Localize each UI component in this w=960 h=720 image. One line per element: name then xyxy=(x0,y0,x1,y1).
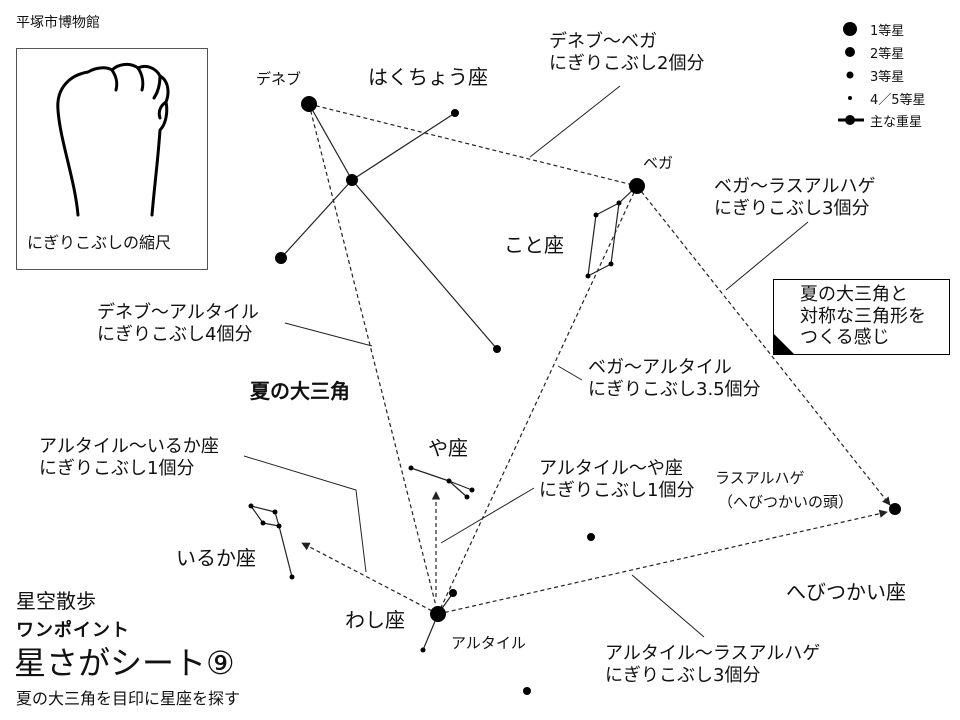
sagitta-star xyxy=(464,494,470,500)
sadr-star xyxy=(346,174,358,186)
sagitta-line xyxy=(448,480,473,491)
double-star-icon xyxy=(838,115,864,125)
tarazed-star xyxy=(449,589,457,597)
note-text: 夏の大三角と 対称な三角形を つくる感じ xyxy=(800,284,926,349)
note-box: 夏の大三角と 対称な三角形を つくる感じ xyxy=(773,279,950,355)
mag1-star-icon xyxy=(843,22,857,36)
legend-item-double: 主な重星 xyxy=(836,110,946,130)
leader-altair-delphinus xyxy=(243,455,367,573)
vega-altair-line xyxy=(437,185,638,615)
lyra-line xyxy=(595,202,620,216)
sagitta-star xyxy=(469,487,475,493)
delphinus-line xyxy=(262,522,280,527)
altair-label: アルタイル xyxy=(451,634,526,652)
rasalhague-note: （へびつかいの頭） xyxy=(718,493,854,511)
distance-vega-altair: ベガ～アルタイル にぎりこぶし3.5個分 xyxy=(588,357,761,400)
fist-icon xyxy=(56,62,170,217)
legend-item-mag1: 1等星 xyxy=(836,19,946,39)
legend-item-mag45: 4／5等星 xyxy=(836,88,946,108)
distance-deneb-altair: デネブ～アルタイル にぎりこぶし4個分 xyxy=(97,302,259,345)
cygnus-line xyxy=(308,103,353,181)
sheet-title: 星さがシート⑨ xyxy=(14,644,235,682)
leader-altair-sagitta xyxy=(440,487,535,544)
distance-altair-rasalhague: アルタイル～ラスアルハゲ にぎりこぶし3個分 xyxy=(605,643,821,686)
deneb-label: デネブ xyxy=(256,70,302,88)
leader-vega-altair xyxy=(557,365,583,381)
ophiuchus-name: へびつかい座 xyxy=(786,580,906,604)
legend-item-mag2: 2等星 xyxy=(836,42,946,62)
stars xyxy=(248,96,901,695)
albireo-star xyxy=(493,345,501,353)
delphinus-line xyxy=(250,505,276,513)
sagitta-name: や座 xyxy=(428,436,468,460)
lyra-star xyxy=(616,200,622,206)
altair-delphinus-line xyxy=(301,542,439,615)
leader-vega-rasalhague xyxy=(725,221,809,291)
delphinus-line xyxy=(250,505,264,524)
cygnus-line xyxy=(351,179,498,350)
lyra-line xyxy=(587,214,597,277)
delphinus-star xyxy=(272,509,278,515)
constellation-lines xyxy=(250,103,638,651)
note-corner-mark xyxy=(774,334,794,354)
delta-cyg-star xyxy=(451,109,459,117)
sheet-description: 夏の大三角を目印に星座を探す xyxy=(16,689,241,708)
vega-star xyxy=(629,178,645,194)
aquila-star xyxy=(420,647,426,653)
leader-lines xyxy=(243,85,809,638)
leader-deneb-vega xyxy=(529,85,621,158)
subtitle-label: ワンポイント xyxy=(16,620,130,641)
distance-deneb-vega: デネブ～ベガ にぎりこぶし2個分 xyxy=(549,31,705,74)
rasalhague-label: ラスアルハゲ xyxy=(715,469,805,487)
fist-scale-caption: にぎりこぶしの縮尺 xyxy=(27,233,172,252)
leader-deneb-altair xyxy=(284,322,373,347)
cygnus-line xyxy=(280,179,353,259)
cygnus-line xyxy=(351,112,456,181)
mag45-star-icon xyxy=(848,96,852,100)
summer-triangle-title: 夏の大三角 xyxy=(250,379,350,403)
distance-vega-rasalhague: ベガ～ラスアルハゲ にぎりこぶし3個分 xyxy=(714,176,876,219)
delphinus-line xyxy=(278,525,293,578)
field-star xyxy=(523,687,531,695)
deneb-altair-line xyxy=(308,103,439,615)
sagitta-star xyxy=(446,478,452,484)
triangle-dashed-lines xyxy=(301,103,891,615)
delphinus-star xyxy=(276,523,282,529)
distance-altair-sagitta: アルタイル～や座 にぎりこぶし1個分 xyxy=(539,458,695,501)
vega-rasalhague-line xyxy=(636,185,891,506)
delphinus-star xyxy=(248,503,254,509)
altair-star xyxy=(430,606,446,622)
gienah-star xyxy=(275,252,287,264)
series-label: 星空散歩 xyxy=(16,589,96,613)
lyra-star xyxy=(593,212,599,218)
mag3-star-icon xyxy=(846,71,854,79)
fist-scale-box xyxy=(16,48,208,270)
mag2-star-icon xyxy=(845,47,855,57)
cygnus-name: はくちょう座 xyxy=(368,65,488,89)
lyra-name: こと座 xyxy=(504,233,564,257)
lyra-star xyxy=(585,273,591,279)
lyra-line xyxy=(587,263,612,277)
rasalhague-star xyxy=(889,503,901,515)
legend-item-mag3: 3等星 xyxy=(836,65,946,85)
leader-altair-rasalhague xyxy=(631,574,705,638)
publisher-label: 平塚市博物館 xyxy=(16,15,100,31)
field-star xyxy=(587,533,595,541)
sagitta-line xyxy=(448,480,468,498)
delphinus-name: いるか座 xyxy=(176,546,256,570)
deneb-star xyxy=(301,96,317,112)
vega-label: ベガ xyxy=(643,154,674,172)
lyra-star xyxy=(608,261,614,267)
deneb-vega-line xyxy=(308,103,638,187)
sagitta-line xyxy=(410,467,450,482)
sagitta-star xyxy=(408,465,414,471)
delphinus-star xyxy=(260,520,266,526)
aquila-name: わし座 xyxy=(345,608,405,632)
distance-altair-delphinus: アルタイル～いるか座 にぎりこぶし1個分 xyxy=(39,436,219,479)
delphinus-star xyxy=(289,574,295,580)
